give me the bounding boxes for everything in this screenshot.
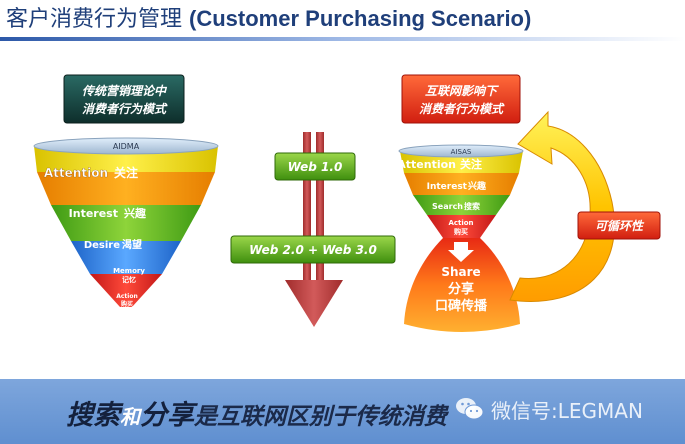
cycle-arrow-icon — [509, 110, 615, 302]
aisas-stage-3-en: Search — [432, 202, 463, 211]
web1-label: Web 1.0 — [274, 152, 356, 181]
title-en: (Customer Purchasing Scenario) — [189, 6, 532, 31]
aisas-stage-2-cn: 兴趣 — [468, 180, 487, 192]
web-evolution-arrow — [285, 132, 343, 327]
aidma-stage-5-en: Action — [116, 293, 138, 300]
footer-text: 搜索和分享是互联网区别于传统消费 — [66, 393, 447, 432]
aidma-header: AIDMA — [113, 142, 140, 151]
web2-web3-text: Web 2.0 + Web 3.0 — [249, 243, 377, 257]
aidma-stage-2-cn: 兴趣 — [124, 206, 147, 220]
aidma-stage-3-en: Desire — [84, 240, 120, 251]
cyclic-label: 可循环性 — [577, 211, 661, 240]
aidma-stage-1-en: Attention — [44, 166, 108, 180]
aisas-header: AISAS — [451, 148, 472, 156]
aisas-stage-3-cn: 搜索 — [464, 201, 480, 211]
internet-label-line1: 互联网影响下 — [425, 84, 499, 98]
wechat-watermark: 微信号:LEGMAN — [455, 393, 643, 425]
aisas-share-en: Share — [441, 265, 480, 279]
consumer-behavior-diagram: 传统营销理论中 消费者行为模式 AIDMA Attention 关注 Inter… — [33, 74, 661, 332]
traditional-model-label: 传统营销理论中 消费者行为模式 — [63, 74, 185, 124]
aidma-stage-2-en: Interest — [69, 207, 118, 220]
down-arrow-icon — [448, 242, 474, 262]
aisas-stage-1-en: Attention — [397, 158, 456, 171]
aidma-stage-5-cn: 购买 — [121, 300, 133, 308]
cyclic-text: 可循环性 — [595, 219, 645, 233]
aidma-stage-3-cn: 渴望 — [122, 238, 142, 251]
aidma-funnel: AIDMA Attention 关注 Interest 兴趣 Desire 渴望… — [33, 137, 219, 308]
cycle-arrow — [509, 110, 615, 302]
title-cn: 客户消费行为管理 — [6, 7, 183, 32]
aisas-share-cn: 分享 — [448, 281, 474, 297]
footer-share: 分享 — [140, 400, 194, 431]
page-title: 客户消费行为管理 (Customer Purchasing Scenario) — [6, 2, 531, 36]
traditional-label-line1: 传统营销理论中 — [82, 84, 168, 98]
aisas-share-sub: 口碑传播 — [435, 298, 488, 314]
aidma-stage-4-en: Memory — [113, 267, 145, 275]
aisas-hourglass: AISAS Attention 关注 Interest 兴趣 Search 搜索… — [397, 144, 524, 332]
wechat-id: 微信号:LEGMAN — [491, 398, 643, 423]
footer-and: 和 — [120, 405, 140, 429]
aidma-stage-1-cn: 关注 — [114, 165, 138, 180]
aisas-stage-1-cn: 关注 — [460, 157, 482, 171]
footer-search: 搜索 — [66, 400, 120, 431]
title-divider — [0, 37, 685, 41]
footer-banner: 搜索和分享是互联网区别于传统消费 微信号:LEGMAN — [0, 379, 685, 444]
traditional-label-line2: 消费者行为模式 — [82, 102, 168, 116]
internet-model-label: 互联网影响下 消费者行为模式 — [401, 74, 521, 124]
aisas-stage-4-en: Action — [448, 219, 473, 227]
footer-rest: 是互联网区别于传统消费 — [194, 404, 447, 430]
aidma-stage-4-cn: 记忆 — [122, 275, 136, 284]
web2-web3-label: Web 2.0 + Web 3.0 — [230, 235, 396, 264]
aisas-stage-4-cn: 购买 — [454, 227, 468, 236]
wechat-icon — [456, 398, 484, 420]
aisas-stage-2-en: Interest — [427, 182, 468, 192]
internet-label-line2: 消费者行为模式 — [419, 102, 505, 116]
web1-text: Web 1.0 — [288, 160, 343, 174]
